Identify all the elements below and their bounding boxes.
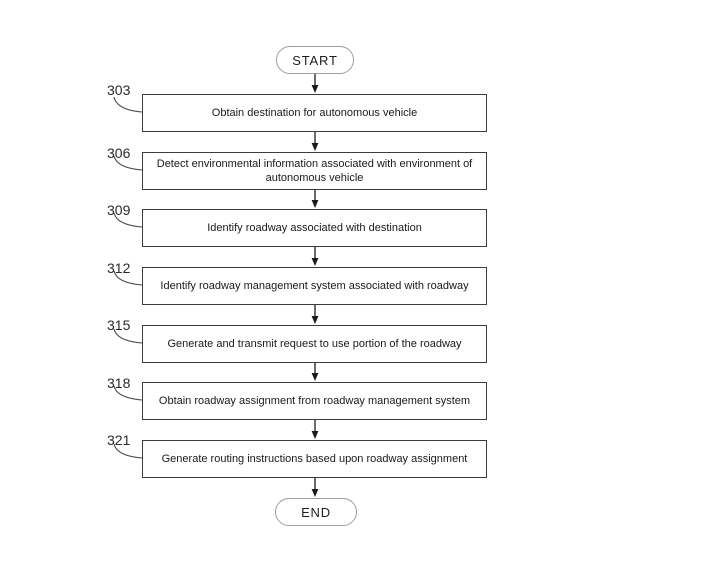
start-terminal: START [276,46,354,74]
step-box-318: Obtain roadway assignment from roadway m… [142,382,487,420]
step-ref-303: 303 [107,82,131,98]
arrow-309-to-312 [311,247,319,266]
step-ref-315: 315 [107,317,131,333]
step-box-309: Identify roadway associated with destina… [142,209,487,247]
step-box-321: Generate routing instructions based upon… [142,440,487,478]
step-text-312: Identify roadway management system assoc… [160,279,469,292]
step-ref-318: 318 [107,375,131,391]
arrow-303-to-306 [311,132,319,151]
arrow-318-to-321 [311,420,319,439]
step-box-303: Obtain destination for autonomous vehicl… [142,94,487,132]
arrow-321-to-end [311,478,319,497]
step-text-306: Detect environmental information associa… [156,157,473,184]
step-box-312: Identify roadway management system assoc… [142,267,487,305]
step-text-309: Identify roadway associated with destina… [207,221,422,234]
arrow-306-to-309 [311,190,319,208]
arrow-312-to-315 [311,305,319,324]
step-text-321: Generate routing instructions based upon… [161,452,468,465]
step-text-318: Obtain roadway assignment from roadway m… [158,394,471,407]
arrow-start-to-303 [311,74,319,93]
step-ref-321: 321 [107,432,131,448]
arrow-315-to-318 [311,363,319,381]
step-text-315: Generate and transmit request to use por… [167,337,462,350]
step-text-303: Obtain destination for autonomous vehicl… [211,106,418,119]
end-terminal: END [275,498,357,526]
step-ref-306: 306 [107,145,131,161]
step-ref-312: 312 [107,260,131,276]
step-ref-309: 309 [107,202,131,218]
leader-line-303 [113,96,143,113]
step-box-306: Detect environmental information associa… [142,152,487,190]
step-box-315: Generate and transmit request to use por… [142,325,487,363]
